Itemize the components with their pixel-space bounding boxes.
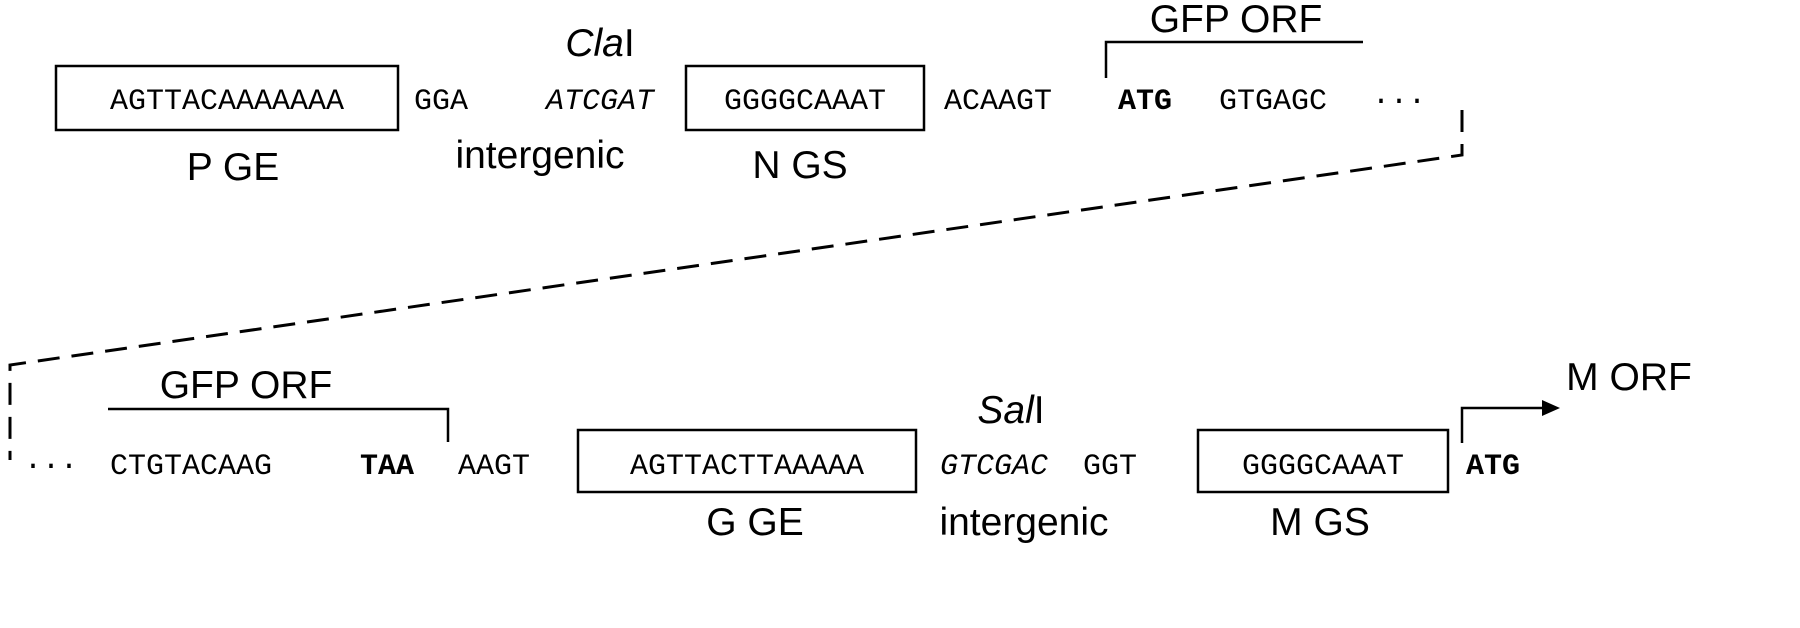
continuation-ellipsis-2: ··· (24, 450, 78, 484)
n-gs-box (684, 64, 926, 132)
m-gs-box (1196, 428, 1450, 494)
ggt-sequence: GGT (1083, 450, 1137, 484)
gfp-orf-bracket-1 (1104, 40, 1363, 78)
start-codon-atg-1: ATG (1118, 85, 1172, 119)
p-ge-label: P GE (187, 146, 280, 189)
cla-site-sequence: ATCGAT (544, 85, 656, 119)
gfp-orf-label-1: GFP ORF (1150, 0, 1323, 41)
p-ge-box (54, 64, 400, 132)
sal-enzyme-label: SalI (977, 389, 1044, 432)
g-ge-label: G GE (706, 501, 804, 544)
g-ge-box (576, 428, 918, 494)
n-gs-label: N GS (752, 144, 847, 187)
ctgtacaag-sequence: CTGTACAAG (110, 450, 272, 484)
g-ge-sequence: AGTTACTTAAAAA (630, 450, 864, 484)
m-orf-label: M ORF (1566, 356, 1692, 399)
n-gs-sequence: GGGGCAAAT (724, 85, 886, 119)
cla-enzyme-italic: Cla (565, 22, 624, 65)
continuation-ellipsis-1: ··· (1372, 85, 1426, 119)
m-gs-label: M GS (1270, 501, 1370, 544)
m-gs-sequence: GGGGCAAAT (1242, 450, 1404, 484)
gfp-orf-label-2: GFP ORF (160, 364, 333, 407)
aagt-sequence: AAGT (458, 450, 530, 484)
sal-site-sequence: GTCGAC (940, 450, 1048, 484)
acaagt-sequence: ACAAGT (944, 85, 1052, 119)
cla-enzyme-label: ClaI (565, 22, 634, 65)
m-orf-arrow-line (1460, 406, 1546, 443)
gtgagc-sequence: GTGAGC (1219, 85, 1327, 119)
cla-enzyme-roman: I (624, 22, 635, 65)
sal-enzyme-italic: Sal (977, 389, 1035, 432)
sal-enzyme-roman: I (1034, 389, 1045, 432)
gfp-orf-bracket-2 (108, 407, 450, 442)
p-ge-sequence: AGTTACAAAAAAA (110, 85, 344, 119)
start-codon-atg-2: ATG (1466, 450, 1520, 484)
stop-codon-taa: TAA (360, 450, 414, 484)
intergenic-label-2: intergenic (939, 501, 1108, 544)
gga-sequence: GGA (414, 85, 468, 119)
m-orf-arrow-head (1542, 400, 1560, 416)
intergenic-label-1: intergenic (455, 134, 624, 177)
